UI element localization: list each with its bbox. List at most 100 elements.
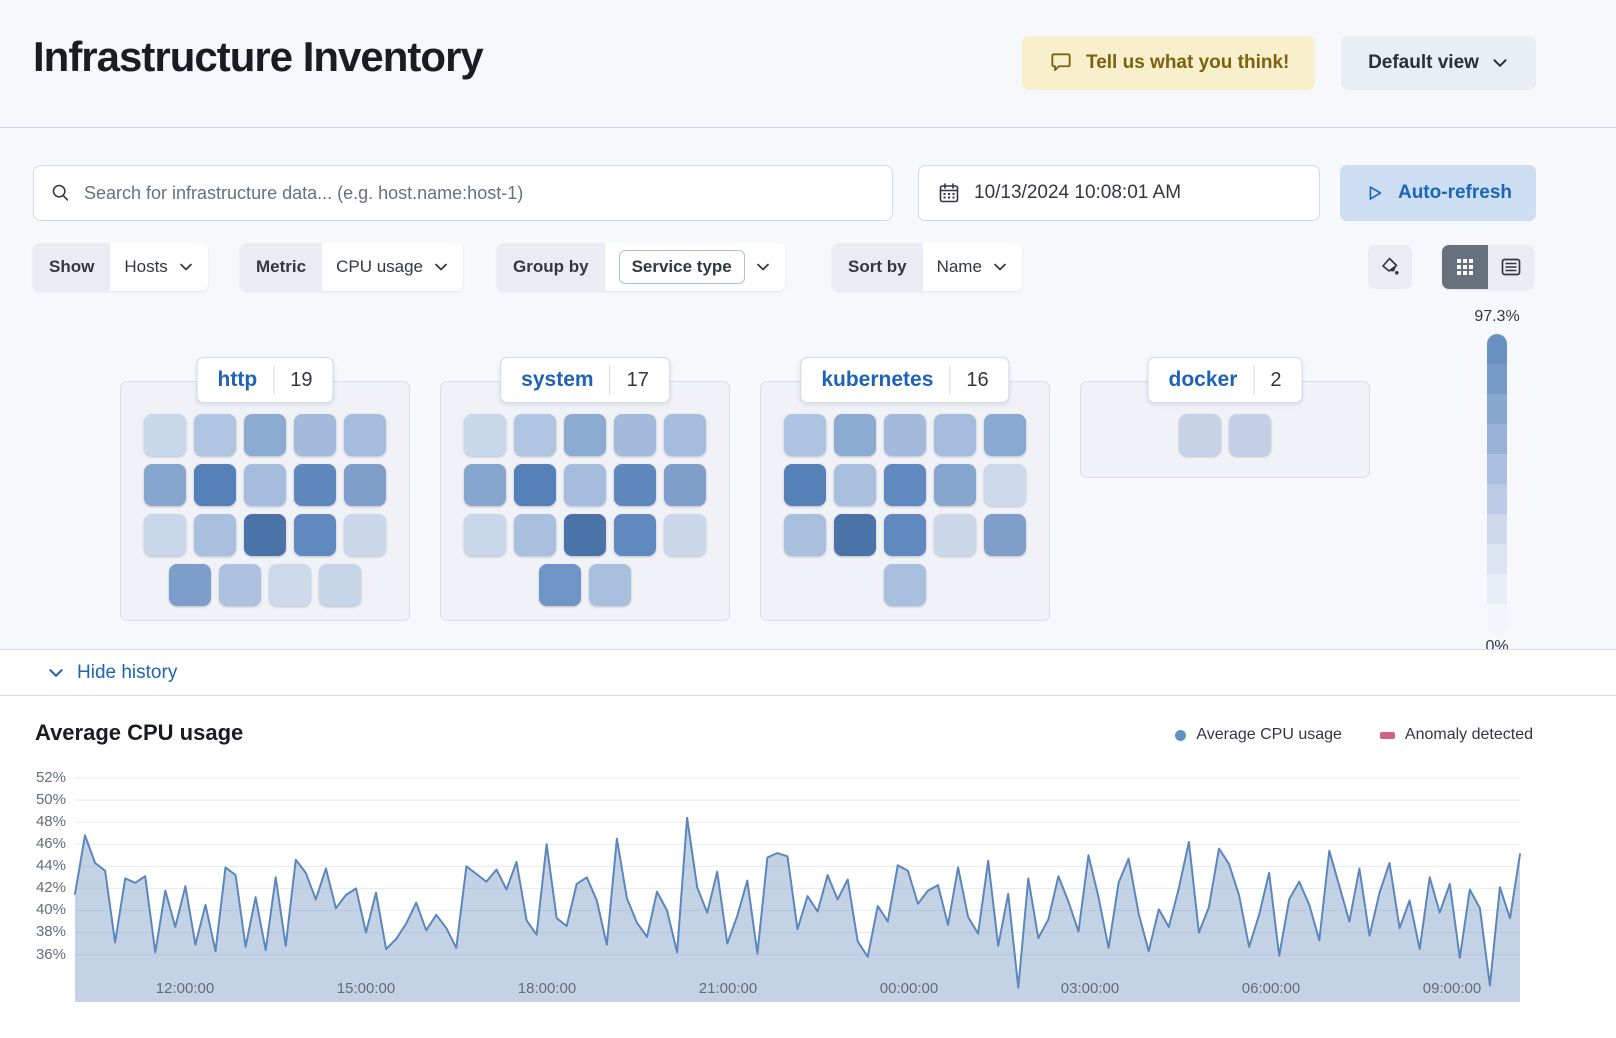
host-tile[interactable]: [194, 514, 236, 556]
grid-view-button[interactable]: [1442, 245, 1488, 289]
host-tile[interactable]: [664, 464, 706, 506]
search-input-wrapper: [33, 165, 893, 221]
host-tile[interactable]: [344, 414, 386, 456]
host-tile[interactable]: [514, 464, 556, 506]
scale-segment: [1487, 394, 1507, 424]
host-tile[interactable]: [884, 414, 926, 456]
host-tile[interactable]: [884, 564, 926, 606]
group-name-link[interactable]: kubernetes: [821, 368, 934, 391]
host-tile[interactable]: [514, 514, 556, 556]
host-tile[interactable]: [294, 464, 336, 506]
legend-rect-marker: [1379, 731, 1395, 739]
host-tile[interactable]: [344, 464, 386, 506]
date-picker-button[interactable]: 10/13/2024 10:08:01 AM: [918, 165, 1320, 221]
show-filter-label: Show: [33, 243, 111, 291]
table-view-button[interactable]: [1488, 245, 1534, 289]
scale-segment: [1487, 484, 1507, 514]
metric-filter-select[interactable]: CPU usage: [322, 243, 464, 291]
scale-segment: [1487, 364, 1507, 394]
y-axis-tick-label: 48%: [35, 813, 66, 830]
host-tile[interactable]: [614, 464, 656, 506]
host-tile[interactable]: [539, 564, 581, 606]
host-tile[interactable]: [144, 414, 186, 456]
host-tile[interactable]: [269, 564, 311, 606]
host-tile[interactable]: [464, 464, 506, 506]
x-axis-tick-label: 06:00:00: [1241, 980, 1301, 997]
host-tile[interactable]: [934, 414, 976, 456]
host-tile[interactable]: [1179, 414, 1221, 456]
host-tile[interactable]: [244, 514, 286, 556]
host-tile[interactable]: [1229, 414, 1271, 456]
color-scale-bar: [1487, 334, 1507, 634]
show-filter-select[interactable]: Hosts: [110, 243, 208, 291]
color-palette-button[interactable]: [1368, 245, 1412, 289]
host-tile[interactable]: [244, 414, 286, 456]
host-tile[interactable]: [194, 414, 236, 456]
legend-item[interactable]: Anomaly detected: [1379, 726, 1533, 744]
group-by-filter-group: Group by Service type: [497, 243, 785, 291]
host-tile[interactable]: [664, 414, 706, 456]
host-tile[interactable]: [294, 414, 336, 456]
host-tile[interactable]: [614, 514, 656, 556]
group-by-filter-select[interactable]: Service type: [604, 243, 785, 291]
table-view-icon: [1501, 258, 1521, 276]
host-tile[interactable]: [614, 414, 656, 456]
host-tile[interactable]: [984, 464, 1026, 506]
host-tile[interactable]: [834, 414, 876, 456]
host-tile[interactable]: [169, 564, 211, 606]
y-axis-tick-label: 50%: [35, 791, 66, 808]
host-tile[interactable]: [344, 514, 386, 556]
host-tile[interactable]: [514, 414, 556, 456]
sort-by-filter-select[interactable]: Name: [922, 243, 1022, 291]
host-tile[interactable]: [464, 514, 506, 556]
group-by-filter-label: Group by: [497, 243, 605, 291]
legend-circle-marker: [1175, 729, 1187, 741]
host-tile[interactable]: [294, 514, 336, 556]
host-tile[interactable]: [194, 464, 236, 506]
badge-divider: [1253, 365, 1255, 395]
host-tile[interactable]: [319, 564, 361, 606]
history-bar: Hide history: [0, 650, 1616, 696]
host-tile[interactable]: [564, 464, 606, 506]
host-tile[interactable]: [784, 464, 826, 506]
scale-segment: [1487, 334, 1507, 364]
host-tile[interactable]: [934, 514, 976, 556]
host-tile[interactable]: [144, 464, 186, 506]
host-tile[interactable]: [219, 564, 261, 606]
header-divider: [0, 127, 1616, 128]
host-tile[interactable]: [834, 464, 876, 506]
host-tile[interactable]: [664, 514, 706, 556]
host-tile[interactable]: [784, 514, 826, 556]
host-tile[interactable]: [144, 514, 186, 556]
host-tile[interactable]: [934, 464, 976, 506]
host-tile[interactable]: [784, 414, 826, 456]
host-tile[interactable]: [984, 514, 1026, 556]
x-axis-tick-label: 00:00:00: [879, 980, 939, 997]
feedback-button[interactable]: Tell us what you think!: [1022, 36, 1316, 90]
host-tile[interactable]: [884, 464, 926, 506]
group-name-link[interactable]: http: [217, 368, 258, 391]
x-axis-tick-label: 18:00:00: [517, 980, 577, 997]
sort-by-filter-group: Sort by Name: [832, 243, 1022, 291]
host-tile[interactable]: [244, 464, 286, 506]
host-tile[interactable]: [564, 414, 606, 456]
page-title: Infrastructure Inventory: [33, 33, 484, 80]
host-tile[interactable]: [589, 564, 631, 606]
auto-refresh-button[interactable]: Auto-refresh: [1340, 165, 1536, 221]
host-tile[interactable]: [984, 414, 1026, 456]
group-name-link[interactable]: docker: [1168, 368, 1238, 391]
host-tile[interactable]: [884, 514, 926, 556]
host-tile[interactable]: [464, 414, 506, 456]
legend-item[interactable]: Average CPU usage: [1175, 726, 1342, 744]
show-filter-value: Hosts: [124, 257, 168, 276]
host-tile[interactable]: [564, 514, 606, 556]
chevron-down-icon: [1493, 59, 1507, 67]
host-tile[interactable]: [834, 514, 876, 556]
hide-history-toggle[interactable]: Hide history: [47, 662, 177, 684]
metric-filter-label: Metric: [240, 243, 323, 291]
search-input[interactable]: [84, 182, 876, 204]
group-name-link[interactable]: system: [521, 368, 594, 391]
view-selector-button[interactable]: Default view: [1341, 36, 1536, 90]
